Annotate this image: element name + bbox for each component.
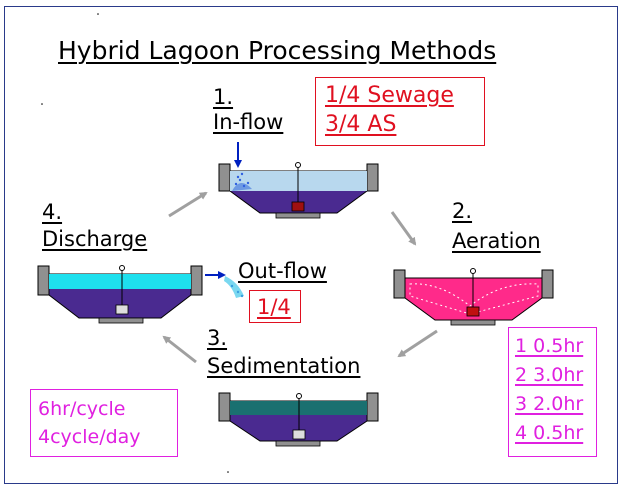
- step-inflow-number: 1.: [213, 85, 234, 109]
- step-aeration-label: Aeration: [452, 229, 541, 253]
- inflow-mix-as: 3/4 AS: [325, 112, 397, 137]
- outflow-fraction-box: 1/4: [249, 290, 301, 323]
- outflow-label: Out-flow: [238, 259, 327, 283]
- step-sedimentation-label: Sedimentation: [207, 354, 361, 378]
- step-inflow-label: In-flow: [213, 110, 284, 134]
- step-sedimentation-number: 3.: [207, 326, 228, 350]
- cycles-per-day: 4cycle/day: [38, 426, 141, 448]
- arrow-discharge-to-inflow: [168, 191, 208, 218]
- duration-step-1: 1 0.5hr: [515, 335, 584, 357]
- step-discharge-label: Discharge: [42, 227, 148, 251]
- cycle-info-box: 6hr/cycle 4cycle/day: [30, 389, 178, 457]
- step-aeration-number: 2.: [452, 199, 473, 223]
- duration-step-2: 2 3.0hr: [515, 364, 584, 386]
- diagram-frame: [4, 6, 618, 484]
- discharge-basin: [37, 265, 244, 324]
- step-discharge-number: 4.: [42, 200, 63, 224]
- sedimentation-basin: [218, 392, 379, 447]
- cycle-hours: 6hr/cycle: [38, 398, 126, 420]
- arrow-sedimentation-to-discharge: [162, 335, 197, 364]
- outflow-fraction: 1/4: [257, 295, 291, 319]
- inflow-mix-sewage: 1/4 Sewage: [325, 83, 454, 108]
- aeration-basin: [393, 268, 554, 326]
- duration-step-4: 4 0.5hr: [515, 422, 584, 444]
- inflow-mix-box: 1/4 Sewage 3/4 AS: [315, 77, 485, 146]
- arrow-aeration-to-sedimentation: [397, 329, 438, 358]
- duration-step-3: 3 2.0hr: [515, 393, 584, 415]
- step-durations-box: 1 0.5hr 2 3.0hr 3 2.0hr 4 0.5hr: [508, 327, 597, 457]
- inflow-basin: [218, 142, 379, 219]
- diagram-title: Hybrid Lagoon Processing Methods: [58, 36, 497, 65]
- arrow-inflow-to-aeration: [390, 211, 417, 246]
